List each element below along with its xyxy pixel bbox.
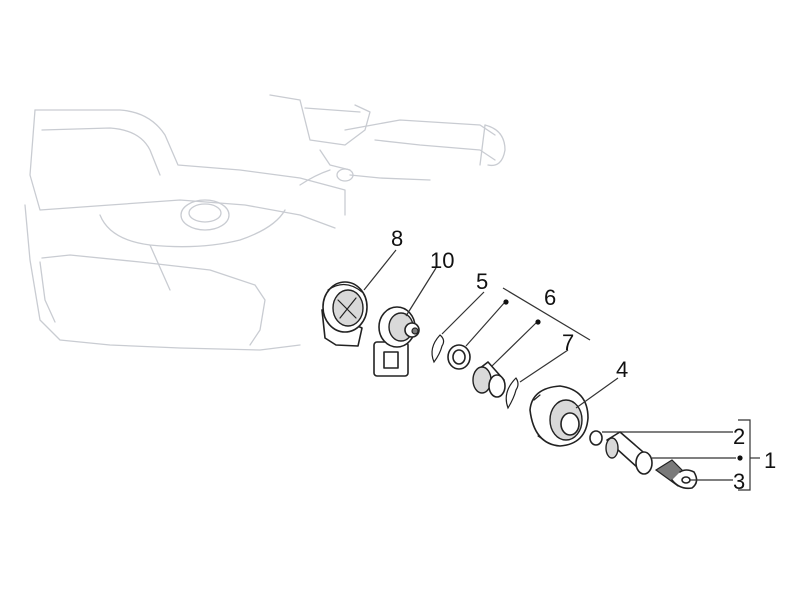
part-8-lock-housing [321,281,368,347]
callout-7: 7 [562,330,574,355]
part-6-bushing [472,361,506,398]
leader-5 [441,291,485,335]
leader-6b [491,321,538,367]
part-3-key [654,459,698,490]
callout-3: 3 [733,469,745,494]
reference-dots [503,299,743,461]
dot-6b [535,319,541,325]
callout-2: 2 [733,424,745,449]
callout-6: 6 [544,285,556,310]
leader-8 [363,249,397,291]
leader-6a [465,301,506,347]
part-5-clip [431,334,445,364]
ghost-handlebar [269,94,506,182]
part-10-lock-body [373,306,420,377]
dot-6a [503,299,509,305]
ghost-scooter-body [24,109,346,351]
callout-4: 4 [616,357,628,382]
callout-labels: 8 10 5 6 7 4 2 3 1 [391,226,776,494]
part-4-lock-cover [529,385,589,447]
callout-1: 1 [764,448,776,473]
bracket-6 [502,287,591,341]
leader-4 [575,377,619,409]
part-7-clip [505,377,519,410]
dot-1 [737,455,743,461]
part-1-lock-cylinder [605,431,653,475]
leader-10 [405,267,437,317]
bracket-1 [738,419,751,491]
callout-8: 8 [391,226,403,251]
callout-10: 10 [430,248,454,273]
callout-5: 5 [476,269,488,294]
leader-7 [519,349,569,383]
part-6-washer [447,344,471,370]
part-2-o-ring [589,430,603,446]
leader-lines [363,249,760,491]
